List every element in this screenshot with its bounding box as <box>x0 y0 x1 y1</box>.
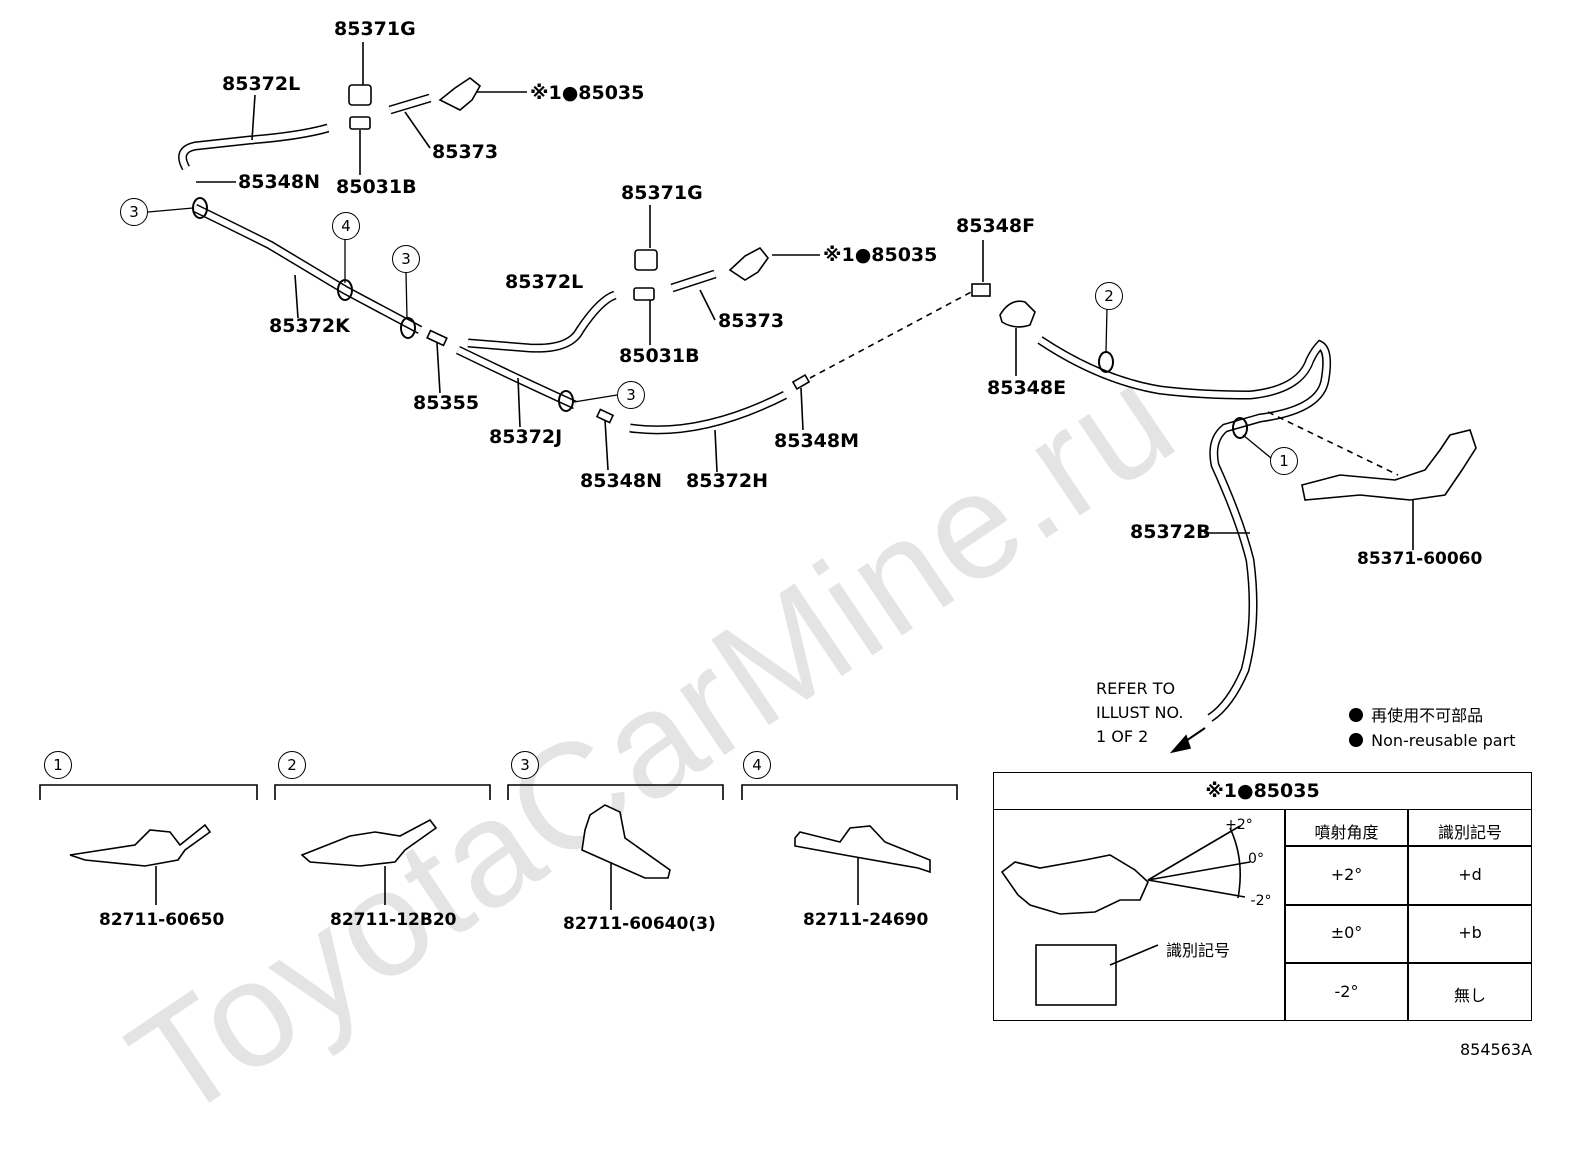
label-85372B: 85372B <box>1130 521 1211 543</box>
cap-85371G-middle <box>634 249 658 271</box>
label-85371G-middle: 85371G <box>621 182 703 204</box>
label-85035-upper: ※1●85035 <box>530 82 645 104</box>
refer-note-line2: ILLUST NO. <box>1096 703 1184 722</box>
bullet-icon <box>1349 733 1363 747</box>
callout-4: 4 <box>332 212 360 240</box>
label-85371-60060: 85371-60060 <box>1357 549 1483 569</box>
callout-3-a: 3 <box>120 198 148 226</box>
clip-2-drawing <box>300 818 438 867</box>
label-85348E: 85348E <box>987 377 1067 399</box>
label-85348N-upper: 85348N <box>238 171 321 193</box>
joint-85348E <box>999 300 1036 328</box>
label-85371G-upper: 85371G <box>334 18 416 40</box>
clip-callout-1: 1 <box>44 751 72 779</box>
row1-angle: +2° <box>1330 865 1363 884</box>
table-title: ※1●85035 <box>994 773 1531 810</box>
hose-85372L-middle <box>467 290 617 353</box>
refer-note-line1: REFER TO <box>1096 679 1176 698</box>
bullet-icon <box>1349 708 1363 722</box>
label-85373-middle: 85373 <box>718 310 785 332</box>
clip-callout-3: 3 <box>511 751 539 779</box>
nozzle-angle-table: ※1●85035 +2° 0° -2° 識別記号 噴射角度 識別記号 +2° +… <box>993 772 1532 1021</box>
callout-2: 2 <box>1095 282 1123 310</box>
label-85373-upper: 85373 <box>432 141 499 163</box>
clip-callout-4: 4 <box>743 751 771 779</box>
label-85035-middle: ※1●85035 <box>823 244 938 266</box>
refer-note-line3: 1 OF 2 <box>1096 727 1149 746</box>
nozzle-85035-upper <box>438 77 482 111</box>
valve-85031B-upper <box>349 116 371 130</box>
label-85031B-middle: 85031B <box>619 345 700 367</box>
id-mark-label: 識別記号 <box>1165 941 1230 960</box>
clip-part-4: 82711-24690 <box>803 910 929 930</box>
clip-4-drawing <box>794 825 931 874</box>
row2-mark: +b <box>1458 923 1482 942</box>
header-id-mark: 識別記号 <box>1437 823 1502 842</box>
callout-1: 1 <box>1270 447 1298 475</box>
label-85372J: 85372J <box>489 426 563 448</box>
label-85031B-upper: 85031B <box>336 176 417 198</box>
label-85372L-upper: 85372L <box>222 73 301 95</box>
clip-part-1: 82711-60650 <box>99 910 225 930</box>
angle-minus2: -2° <box>1250 893 1272 909</box>
label-85348F: 85348F <box>956 215 1036 237</box>
label-85355: 85355 <box>413 392 480 414</box>
parts-diagram <box>39 42 1477 1006</box>
id-mark-block <box>1035 944 1117 1006</box>
nozzle-85035-middle <box>728 246 770 281</box>
legend-jp: 再使用不可部品 <box>1346 706 1483 726</box>
label-85372K: 85372K <box>269 315 350 337</box>
clip-1-drawing <box>69 823 212 867</box>
cap-85371G-upper <box>348 84 372 106</box>
callout-3-c: 3 <box>617 381 645 409</box>
row3-mark: 無し <box>1453 986 1486 1005</box>
clip-callout-2: 2 <box>278 751 306 779</box>
clip-3-drawing <box>581 804 671 879</box>
legend-en: Non-reusable part <box>1346 731 1515 751</box>
label-85348N-lower: 85348N <box>580 470 663 492</box>
row1-mark: +d <box>1458 865 1482 884</box>
callout-3-b: 3 <box>392 245 420 273</box>
nozzle-detail-drawing <box>1000 854 1149 915</box>
label-85348M: 85348M <box>774 430 860 452</box>
clip-part-3: 82711-60640(3) <box>563 914 716 934</box>
angle-zero: 0° <box>1248 851 1264 867</box>
valve-85031B-middle <box>633 287 655 301</box>
label-85372L-middle: 85372L <box>505 271 584 293</box>
bracket-85371-60060 <box>1301 429 1477 501</box>
header-spray-angle: 噴射角度 <box>1314 823 1379 842</box>
angle-plus2: +2° <box>1225 817 1253 833</box>
row2-angle: ±0° <box>1330 923 1363 942</box>
clip-part-2: 82711-12B20 <box>330 910 457 930</box>
row3-angle: -2° <box>1334 982 1359 1001</box>
label-85372H: 85372H <box>686 470 769 492</box>
figure-id: 854563A <box>1460 1040 1533 1059</box>
